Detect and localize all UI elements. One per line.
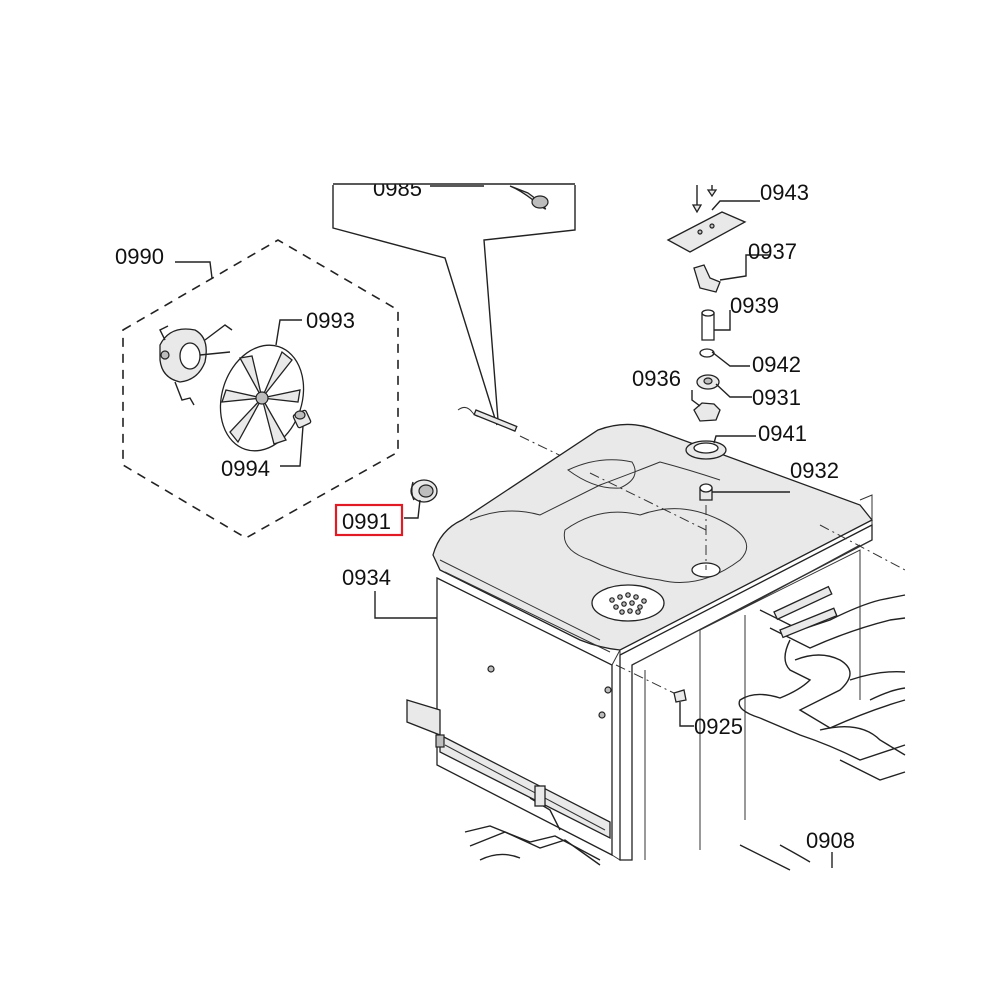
callout-0925: 0925 [694, 714, 743, 739]
oven-cavity [406, 423, 874, 861]
detail-inset [332, 185, 576, 426]
callout-0994: 0994 [221, 456, 270, 481]
bottom-element [464, 785, 811, 871]
top-mask [650, 160, 850, 184]
bushing-part [410, 479, 438, 503]
axis-line [615, 664, 679, 696]
callout-0942: 0942 [752, 352, 801, 377]
fan-motor [159, 324, 233, 406]
callout-0990: 0990 [115, 244, 164, 269]
callout-0943: 0943 [760, 180, 809, 205]
fan-group-outline [122, 239, 399, 539]
callout-0941: 0941 [758, 421, 807, 446]
leader-lines [175, 200, 833, 868]
inset-top-mask [330, 160, 580, 184]
callout-0908: 0908 [806, 828, 855, 853]
callout-labels: 0985 0943 0937 0939 0942 0936 0931 0941 … [115, 176, 855, 853]
fan-wheel [219, 344, 305, 452]
axis-line [819, 524, 906, 571]
callout-0937: 0937 [748, 239, 797, 264]
callout-0931: 0931 [752, 385, 801, 410]
callout-0936: 0936 [632, 366, 681, 391]
callout-0939: 0939 [730, 293, 779, 318]
callout-0934: 0934 [342, 565, 391, 590]
highlight-box [334, 503, 404, 537]
callout-0993: 0993 [306, 308, 355, 333]
lamp-assembly [666, 185, 747, 703]
axis-line [589, 472, 707, 531]
fan-nut [292, 409, 312, 429]
heating-elements [738, 585, 906, 781]
callout-0932: 0932 [790, 458, 839, 483]
callout-0991: 0991 [342, 509, 391, 534]
